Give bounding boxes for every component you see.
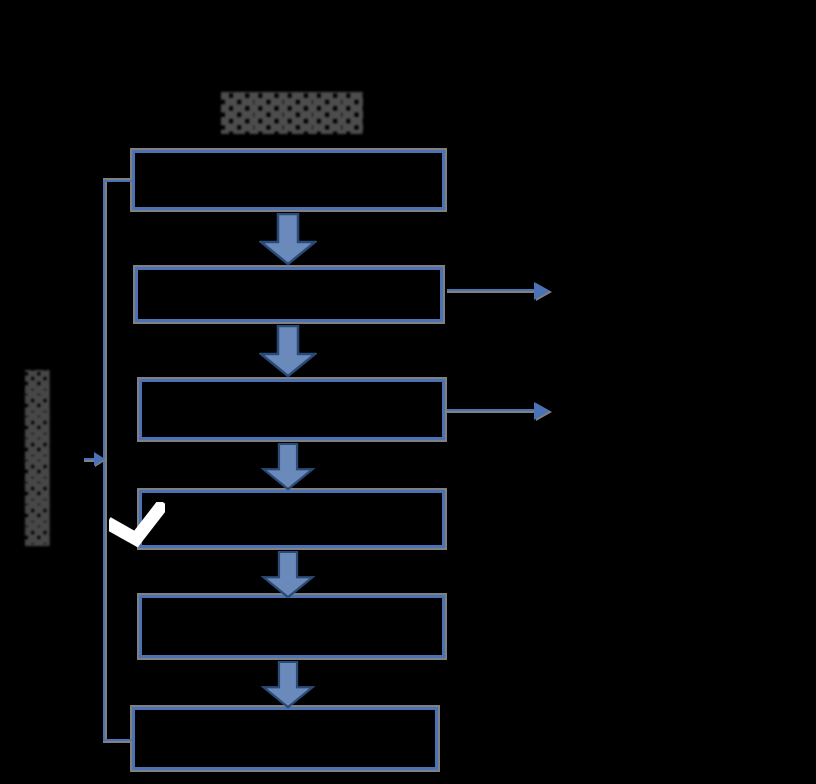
down-arrow-icon: [260, 443, 316, 491]
step-box-4: [137, 488, 447, 550]
feedback-connector-bottom-line: [103, 739, 132, 741]
feedback-mid-arrow-line: [84, 458, 96, 460]
right-arrowhead-icon: [534, 282, 550, 300]
feedback-connector-top-line: [103, 180, 132, 182]
step-box-5: [137, 593, 447, 660]
down-arrow-icon: [259, 213, 317, 266]
step-box-6: [130, 705, 440, 772]
feedback-arrowhead-icon: [94, 452, 105, 466]
step-box-1: [130, 148, 447, 212]
feedback-side-label-illegible-text: ▓▓▓▓▓▓▓▓▓▓▓▓▓▓▓▓: [25, 370, 50, 546]
check-mark-annotation-icon: [109, 502, 165, 548]
right-arrowhead-icon: [534, 402, 550, 420]
diagram-title-illegible-text: ▓▓▓▓▓: [221, 92, 363, 134]
down-arrow-icon: [260, 551, 316, 599]
output-arrow-line-step2: [447, 289, 535, 291]
step-box-3: [137, 377, 447, 442]
down-arrow-icon: [259, 325, 317, 378]
down-arrow-icon: [260, 661, 316, 709]
output-arrow-line-step3: [447, 409, 535, 411]
step-box-2: [133, 265, 445, 324]
